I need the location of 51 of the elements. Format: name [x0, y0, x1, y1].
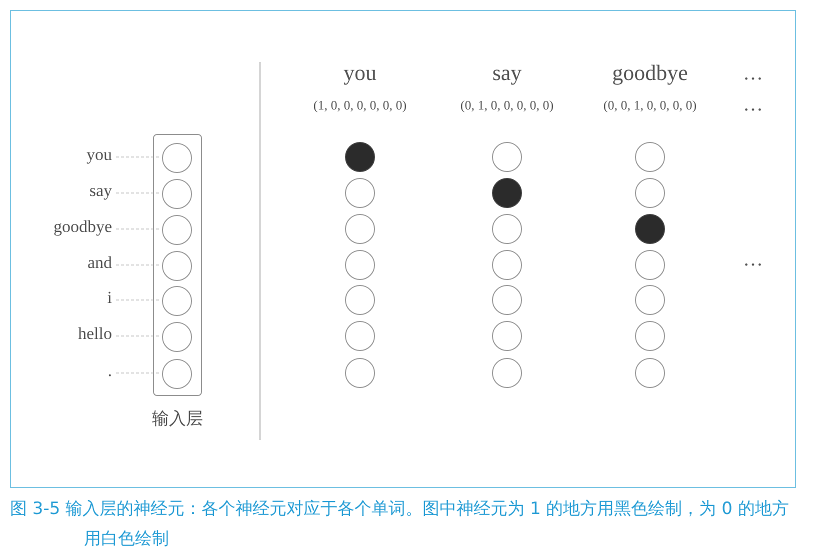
one-hot-vector: (1, 0, 0, 0, 0, 0, 0): [313, 97, 407, 114]
neuron-circle: [635, 321, 665, 351]
word-label: say: [12, 181, 112, 201]
word-label: you: [12, 145, 112, 165]
word-label: and: [12, 253, 112, 273]
ellipsis: …: [743, 247, 763, 272]
neuron-circle: [492, 321, 522, 351]
neuron-circle: [345, 250, 375, 280]
neuron-circle: [492, 358, 522, 388]
neuron-circle: [162, 286, 192, 316]
neuron-circle: [635, 358, 665, 388]
neuron-circle: [162, 359, 192, 389]
layer-label: 输入层: [152, 408, 203, 430]
neuron-circle: [492, 214, 522, 244]
neuron-circle: [162, 179, 192, 209]
active-neuron-circle: [492, 178, 522, 208]
neuron-circle: [635, 250, 665, 280]
neuron-circle: [162, 322, 192, 352]
neuron-circle: [635, 285, 665, 315]
active-neuron-circle: [345, 142, 375, 172]
leader-line: [116, 228, 162, 230]
one-hot-vector: (0, 1, 0, 0, 0, 0, 0): [460, 97, 554, 114]
neuron-circle: [345, 214, 375, 244]
word-heading: you: [344, 58, 376, 87]
leader-line: [116, 372, 162, 374]
leader-line: [116, 156, 162, 158]
neuron-circle: [162, 251, 192, 281]
one-hot-vector: (0, 0, 1, 0, 0, 0, 0): [603, 97, 697, 114]
neuron-circle: [345, 321, 375, 351]
figure-caption: 图 3-5 输入层的神经元：各个神经元对应于各个单词。图中神经元为 1 的地方用黑色绘制，为 0 的地方用白色绘制: [10, 498, 790, 551]
word-label: hello: [12, 324, 112, 344]
word-heading: goodbye: [612, 58, 688, 87]
neuron-circle: [345, 178, 375, 208]
neuron-circle: [492, 285, 522, 315]
neuron-circle: [492, 250, 522, 280]
neuron-circle: [162, 143, 192, 173]
neuron-circle: [162, 215, 192, 245]
neuron-circle: [635, 178, 665, 208]
leader-line: [116, 264, 162, 266]
word-label: i: [12, 288, 112, 308]
ellipsis: …: [743, 61, 763, 86]
word-heading: say: [492, 58, 522, 87]
neuron-circle: [345, 285, 375, 315]
active-neuron-circle: [635, 214, 665, 244]
ellipsis: …: [743, 92, 763, 118]
word-label: .: [12, 361, 112, 381]
neuron-circle: [492, 142, 522, 172]
word-label: goodbye: [12, 217, 112, 237]
leader-line: [116, 192, 162, 194]
neuron-circle: [345, 358, 375, 388]
neuron-circle: [635, 142, 665, 172]
